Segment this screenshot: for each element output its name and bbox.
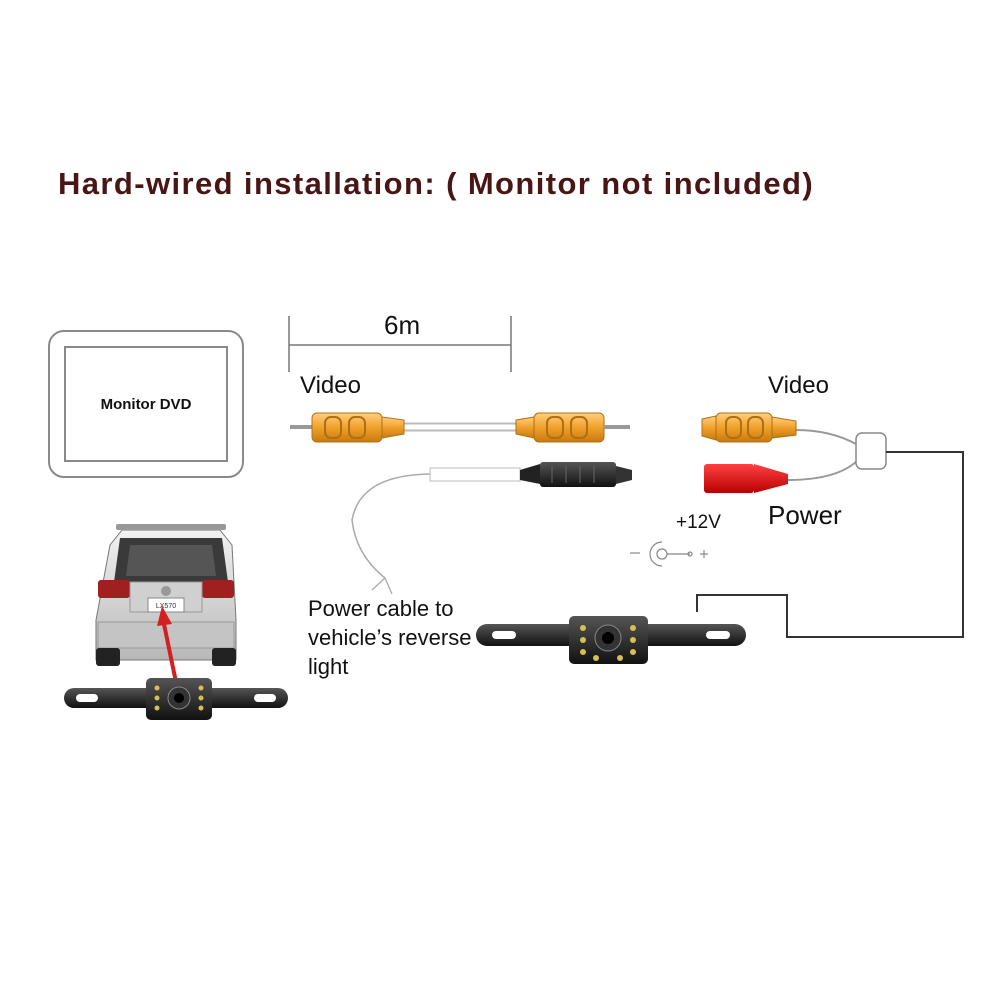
power-cable	[351, 462, 632, 595]
monitor-screen: Monitor DVD	[64, 346, 228, 462]
power-label: Power	[768, 500, 842, 530]
rca-plug-right	[701, 412, 797, 443]
voltage-label: +12V	[676, 512, 721, 533]
car-rear-view: LX570	[95, 524, 237, 666]
license-plate-camera-left	[64, 678, 288, 720]
power-cable-note: Power cable to vehicle’s reverse light	[308, 596, 472, 679]
length-dimension	[288, 316, 512, 372]
video-label-right: Video	[768, 372, 829, 399]
license-plate-camera-right	[476, 616, 746, 664]
camera-harness	[696, 412, 964, 638]
power-plug-red	[704, 464, 788, 493]
polarity-symbol	[630, 541, 708, 567]
monitor-dvd: Monitor DVD	[48, 330, 244, 478]
video-label-left: Video	[300, 372, 361, 399]
video-cable-left	[290, 412, 630, 443]
cable-length-label: 6m	[384, 310, 421, 340]
rca-plug-left	[311, 412, 405, 443]
car-plate-text: LX570	[156, 603, 176, 610]
rca-plug-left-end	[515, 412, 630, 443]
monitor-label: Monitor DVD	[100, 395, 192, 413]
page-title: Hard-wired installation: ( Monitor not i…	[58, 166, 815, 201]
